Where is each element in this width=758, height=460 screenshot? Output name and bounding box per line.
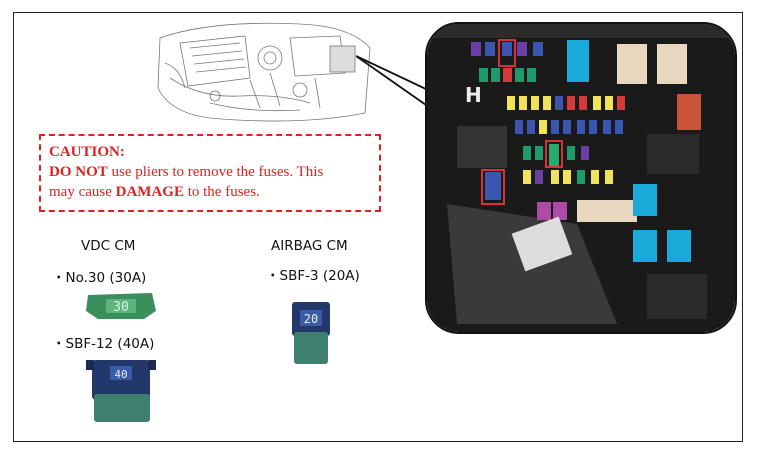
caution-line-2: may cause DAMAGE to the fuses.: [49, 182, 371, 202]
fuse-box-callout: H: [425, 22, 737, 334]
engine-bay-illustration: [157, 22, 371, 122]
airbag-sbf3-label: ・SBF-3 (20A): [266, 268, 360, 284]
airbag-cm-heading: AIRBAG CM: [271, 238, 348, 254]
caution-box: CAUTION: DO NOT use pliers to remove the…: [39, 134, 381, 212]
vdc-sbf12-label: ・SBF-12 (40A): [52, 336, 155, 352]
vdc-cm-heading: VDC CM: [81, 238, 136, 254]
fuse-40a-label: 40: [114, 368, 127, 381]
fuse-40a-image: 40: [86, 360, 156, 422]
do-not-text: DO NOT: [49, 164, 108, 180]
fuse-highlight-2: [545, 140, 563, 168]
vdc-no30-label: ・No.30 (30A): [52, 270, 147, 286]
fuse-20a-label: 20: [304, 312, 318, 326]
fuse-box-photo: H: [427, 24, 735, 332]
fuse-highlight-3: [481, 169, 505, 205]
caution-line-2-pre: may cause: [49, 184, 116, 200]
fuse-20a-image: 20: [292, 302, 330, 364]
damage-text: DAMAGE: [115, 184, 184, 200]
caution-line-2-post: to the fuses.: [183, 184, 260, 200]
fuse-30a-image: 30: [86, 293, 156, 319]
caution-title: CAUTION:: [49, 144, 125, 160]
fuse-30a-label: 30: [113, 300, 129, 315]
fuse-highlight-1: [498, 39, 516, 67]
figure-frame: [13, 12, 743, 442]
caution-line-1-rest: use pliers to remove the fuses. This: [107, 164, 324, 180]
callout-pointer: [356, 55, 429, 106]
caution-line-1: DO NOT use pliers to remove the fuses. T…: [49, 162, 371, 182]
svg-text:H: H: [465, 83, 482, 107]
